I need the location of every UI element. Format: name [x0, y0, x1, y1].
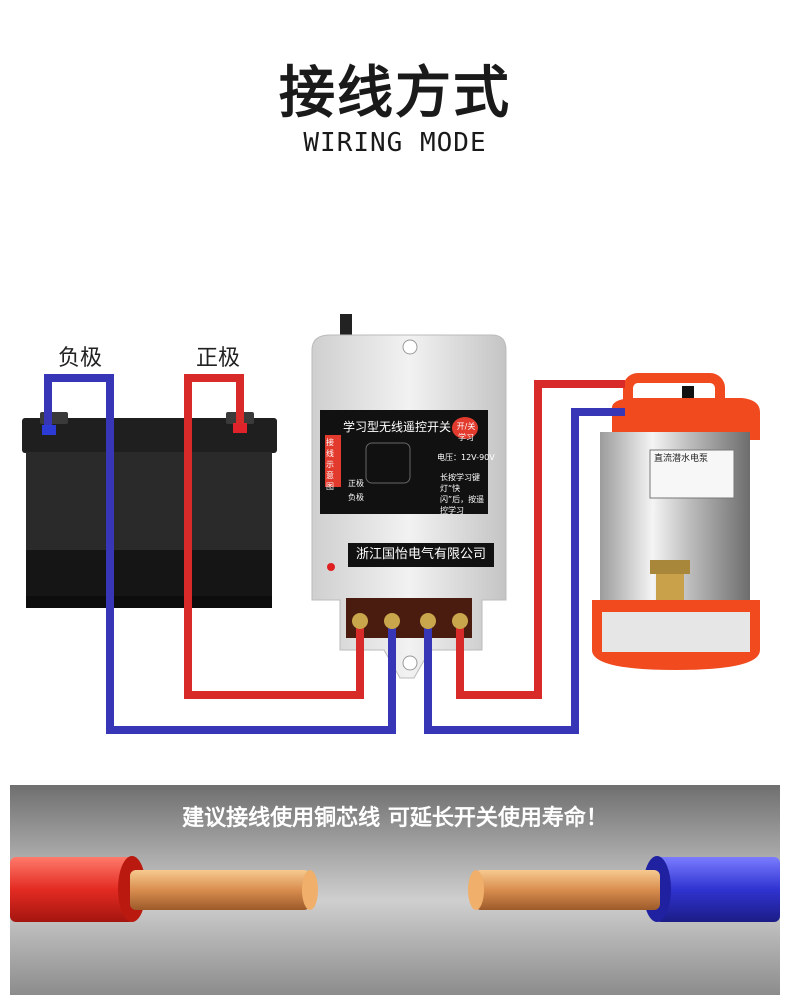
positive-pole-label: 正极	[196, 346, 241, 371]
panel-side-label: 接线示意图	[326, 438, 334, 491]
company-label: 浙江国怡电气有限公司	[348, 543, 494, 567]
side-tab	[325, 435, 341, 487]
water-pump	[592, 373, 760, 670]
panel-badge: 开/关 学习	[456, 422, 476, 442]
panel-instruction: 长按学习键 灯“快闪”后，按遥控学习	[440, 473, 485, 515]
wire-pump-negative	[424, 408, 625, 734]
positive-terminal	[233, 423, 247, 433]
wire-pump-positive	[456, 380, 625, 699]
wire-battery-positive	[184, 374, 364, 699]
pump-label: 直流潜水电泵	[654, 454, 709, 464]
red-cable-copper	[130, 870, 310, 910]
panel-title: 学习型无线遥控开关	[343, 420, 452, 434]
blue-cable-insulation	[655, 857, 780, 922]
blue-cable-copper	[475, 870, 660, 910]
controller-box	[311, 314, 507, 679]
negative-terminal	[42, 425, 56, 435]
page-title: 接线方式	[279, 61, 511, 126]
tip-text: 建议接线使用铜芯线 可延长开关使用寿命！	[182, 806, 608, 831]
page-subtitle: WIRING MODE	[303, 128, 487, 158]
panel-negative: 负极	[348, 493, 364, 502]
badge	[452, 417, 478, 439]
battery	[22, 412, 277, 608]
indicator-led	[327, 563, 335, 571]
wire-battery-negative	[44, 374, 396, 734]
red-cable-insulation	[10, 857, 135, 922]
panel-voltage: 电压：12V-90V	[437, 453, 495, 462]
terminal-screws	[352, 613, 468, 629]
panel-positive: 正极	[348, 479, 364, 488]
negative-pole-label: 负极	[58, 346, 103, 371]
